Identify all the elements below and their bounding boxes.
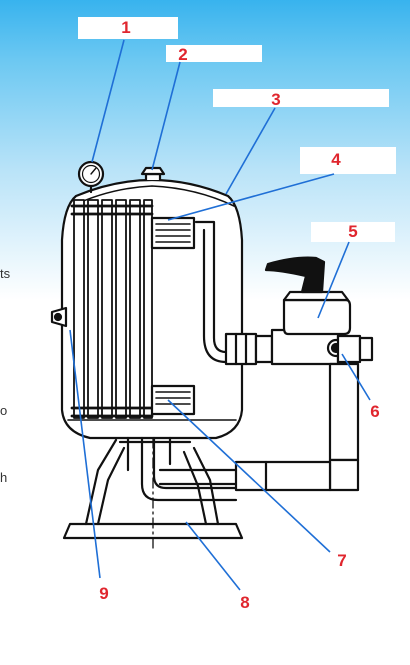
base-plate <box>62 522 244 540</box>
edge-fragment-1: ts <box>0 266 11 281</box>
leader-4 <box>167 173 335 221</box>
label-box-2 <box>166 45 262 62</box>
label-box-4 <box>300 147 396 174</box>
valve-handle <box>264 256 326 294</box>
callout-number-2: 2 <box>178 45 188 64</box>
callout-number-1: 1 <box>121 18 131 37</box>
edge-fragment-2: o <box>0 403 8 418</box>
left-leg <box>84 438 126 526</box>
label-box-5 <box>311 222 395 242</box>
callout-number-6: 6 <box>370 402 380 421</box>
leader-6 <box>341 353 371 401</box>
leader-3 <box>225 107 276 195</box>
label-box-1 <box>78 17 178 39</box>
leader-5 <box>317 241 350 319</box>
callout-number-9: 9 <box>99 584 109 603</box>
right-leg <box>182 446 220 526</box>
callout-number-4: 4 <box>331 150 341 169</box>
leader-2 <box>151 61 181 171</box>
callout-number-3: 3 <box>271 90 281 109</box>
leader-1 <box>91 39 125 163</box>
leader-9 <box>69 329 101 579</box>
edge-fragment-3: h <box>0 470 8 485</box>
valve-top <box>282 298 352 336</box>
leader-8 <box>185 521 241 591</box>
leader-7 <box>167 399 331 553</box>
callout-number-8: 8 <box>240 593 250 612</box>
callout-number-7: 7 <box>337 551 347 570</box>
label-box-6 <box>358 393 402 429</box>
callout-number-5: 5 <box>348 222 358 241</box>
label-box-3 <box>213 89 389 107</box>
